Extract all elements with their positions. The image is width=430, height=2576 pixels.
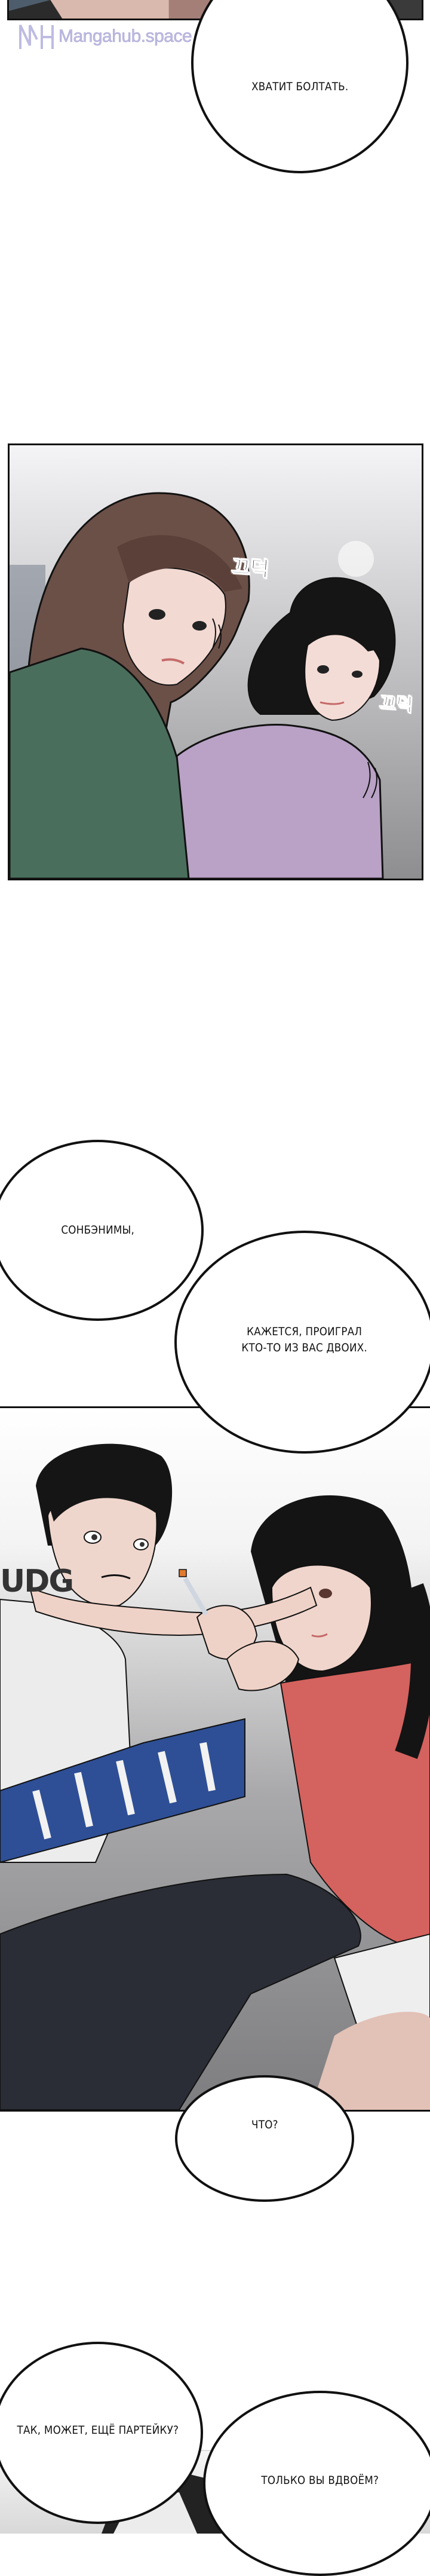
panel-two-women: 끄덕 끄덕 bbox=[8, 443, 423, 880]
speech-bubble: СОНБЭНИМЫ, bbox=[0, 1140, 204, 1321]
speech-bubble: ЧТО? bbox=[175, 2075, 354, 2202]
speech-text: ТОЛЬКО ВЫ ВДВОЁМ? bbox=[261, 2473, 379, 2487]
speech-bubble: КАЖЕТСЯ, ПРОИГРАЛ КТО-ТО ИЗ ВАС ДВОИХ. bbox=[174, 1231, 430, 1454]
speech-bubble: ТОЛЬКО ВЫ ВДВОЁМ? bbox=[203, 2391, 430, 2576]
panel-two-women-art bbox=[10, 445, 422, 879]
shirt-print: UDG bbox=[0, 1564, 74, 1599]
watermark: Mangahub.space bbox=[18, 22, 192, 51]
panel-boy-and-girl-art bbox=[0, 1408, 430, 2110]
panel-boy-and-girl: UDG bbox=[0, 1406, 430, 2112]
speech-text: ХВАТИТ БОЛТАТЬ. bbox=[251, 79, 349, 93]
speech-bubble: ХВАТИТ БОЛТАТЬ. bbox=[191, 0, 408, 173]
speech-text: ЧТО? bbox=[251, 2118, 278, 2131]
speech-text: ТАК, МОЖЕТ, ЕЩЁ ПАРТЕЙКУ? bbox=[17, 2424, 179, 2437]
sound-effect-nod: 끄덕 bbox=[379, 693, 414, 717]
sound-effect-nod: 끄덕 bbox=[231, 555, 270, 582]
speech-text: СОНБЭНИМЫ, bbox=[61, 1223, 134, 1237]
speech-text: КАЖЕТСЯ, ПРОИГРАЛ КТО-ТО ИЗ ВАС ДВОИХ. bbox=[241, 1324, 368, 1354]
mangahub-logo-icon bbox=[19, 25, 54, 49]
watermark-text: Mangahub.space bbox=[59, 26, 192, 47]
speech-bubble: ТАК, МОЖЕТ, ЕЩЁ ПАРТЕЙКУ? bbox=[0, 2342, 203, 2524]
